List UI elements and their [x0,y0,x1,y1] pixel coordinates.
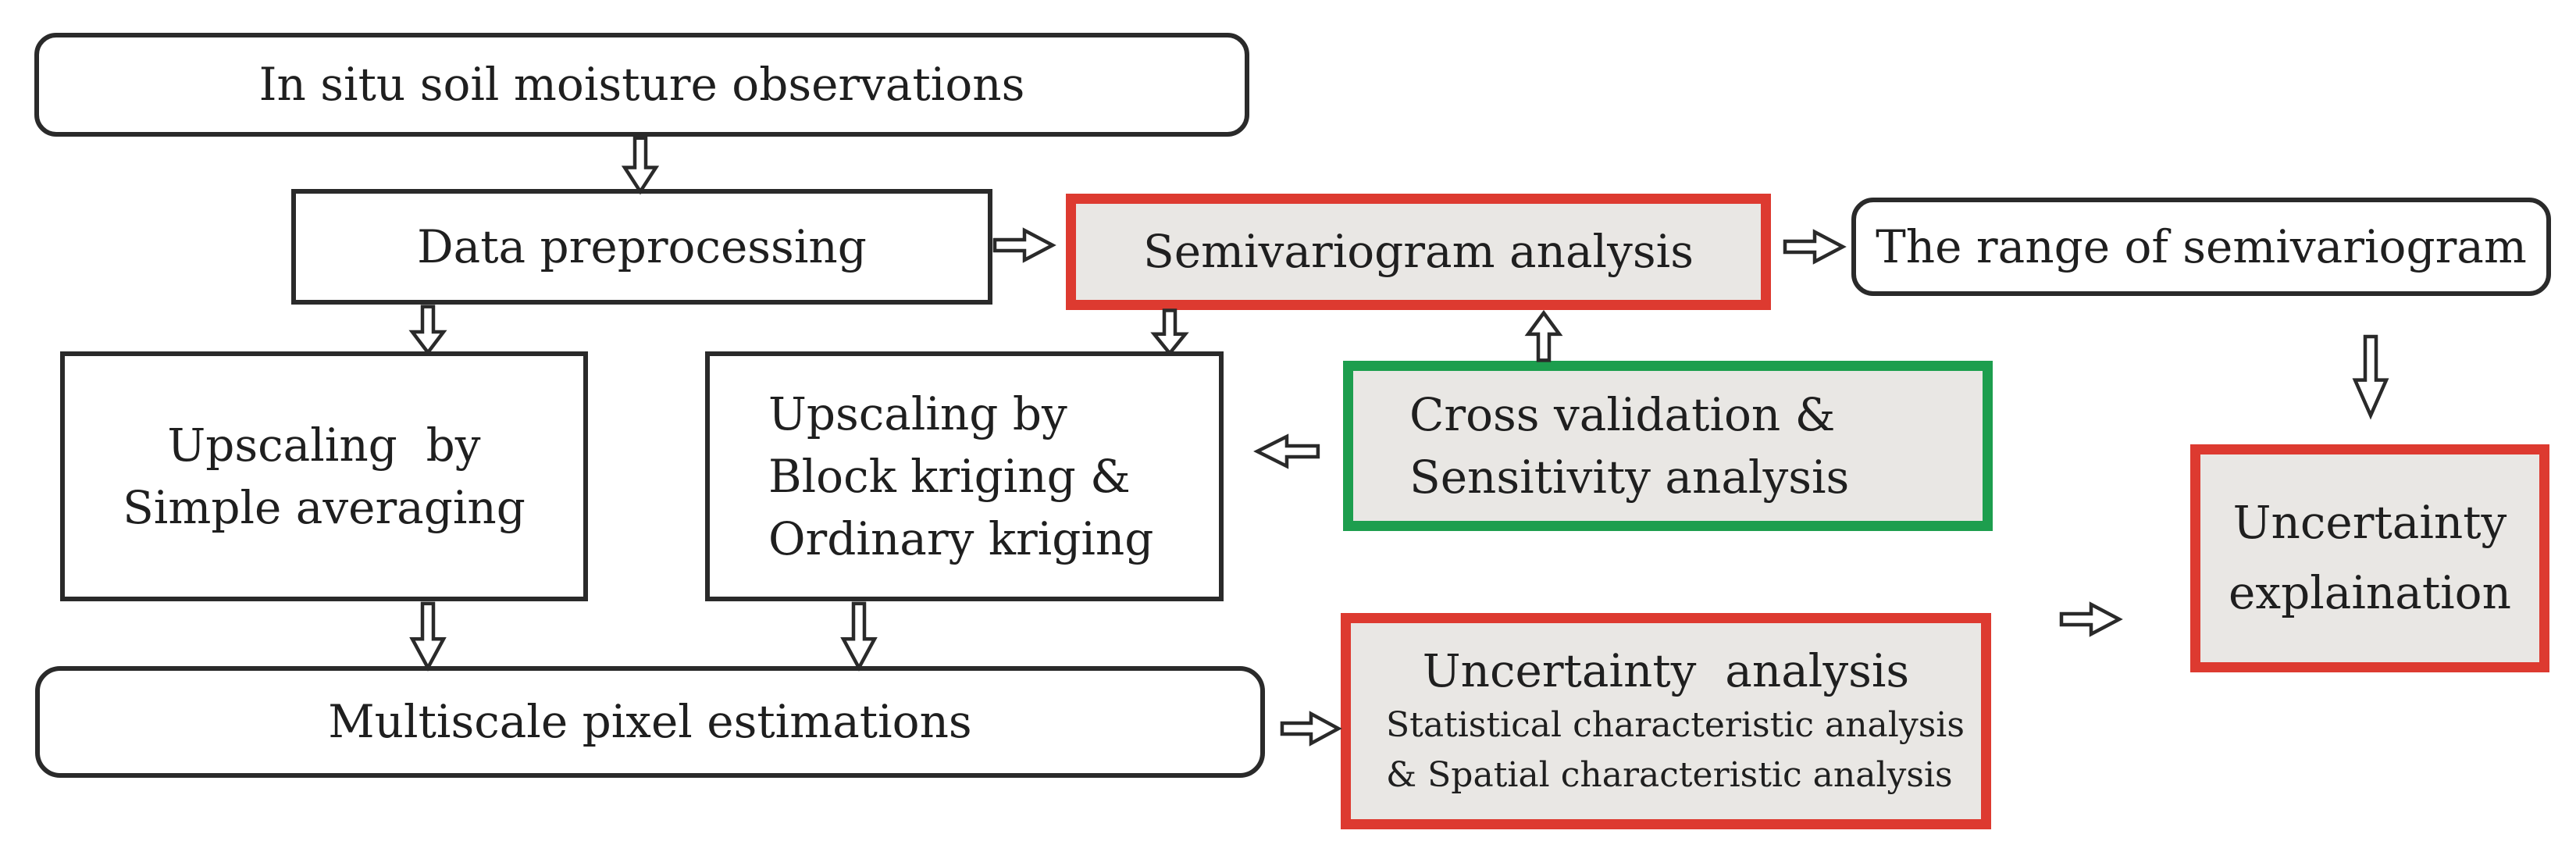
arrow-multiscale-to-uncertainty-analysis [1281,711,1340,746]
node-data-preprocessing: Data preprocessing [291,189,992,305]
arrow-semivariogram-to-range [1783,230,1844,264]
arrow-observations-to-preprocessing [623,137,657,192]
node-label: Multiscale pixel estimations [328,695,972,749]
node-title: Uncertainty analysis [1422,644,1910,697]
arrow-preprocessing-to-simple-averaging [411,306,445,353]
node-label: Upscaling by Block kriging & Ordinary kr… [768,387,1154,566]
node-range-of-semivariogram: The range of semivariogram [1851,198,2551,296]
node-label: Data preprocessing [417,219,867,273]
arrow-simple-averaging-to-multiscale [411,603,445,668]
node-cross-validation: Cross validation & Sensitivity analysis [1343,361,1993,531]
node-label: Upscaling by Simple averaging [123,418,526,534]
node-label: Uncertainty explaination [2229,496,2511,619]
node-label: The range of semivariogram [1876,219,2527,273]
node-multiscale-pixel-estimations: Multiscale pixel estimations [35,666,1265,778]
node-upscaling-simple-averaging: Upscaling by Simple averaging [60,351,588,601]
node-label: In situ soil moisture observations [258,58,1025,112]
arrow-range-to-uncertainty-explanation [2353,336,2388,416]
node-label: Semivariogram analysis [1143,225,1694,279]
node-subtitle: Statistical characteristic analysis & Sp… [1386,705,1965,796]
node-uncertainty-analysis: Uncertainty analysis Statistical charact… [1341,613,1991,829]
arrow-semivariogram-to-kriging [1153,310,1187,354]
node-upscaling-kriging: Upscaling by Block kriging & Ordinary kr… [705,351,1224,601]
arrow-cross-validation-to-kriging [1256,434,1320,469]
arrow-kriging-to-multiscale [842,603,876,668]
arrow-preprocessing-to-semivariogram [993,228,1054,262]
node-in-situ-observations: In situ soil moisture observations [34,33,1249,137]
node-label: Cross validation & Sensitivity analysis [1409,387,1850,504]
arrow-uncertainty-analysis-to-explanation [2060,602,2121,636]
node-uncertainty-explanation: Uncertainty explaination [2190,444,2549,672]
node-semivariogram-analysis: Semivariogram analysis [1066,194,1771,310]
arrow-cross-validation-to-semivariogram [1527,312,1561,361]
